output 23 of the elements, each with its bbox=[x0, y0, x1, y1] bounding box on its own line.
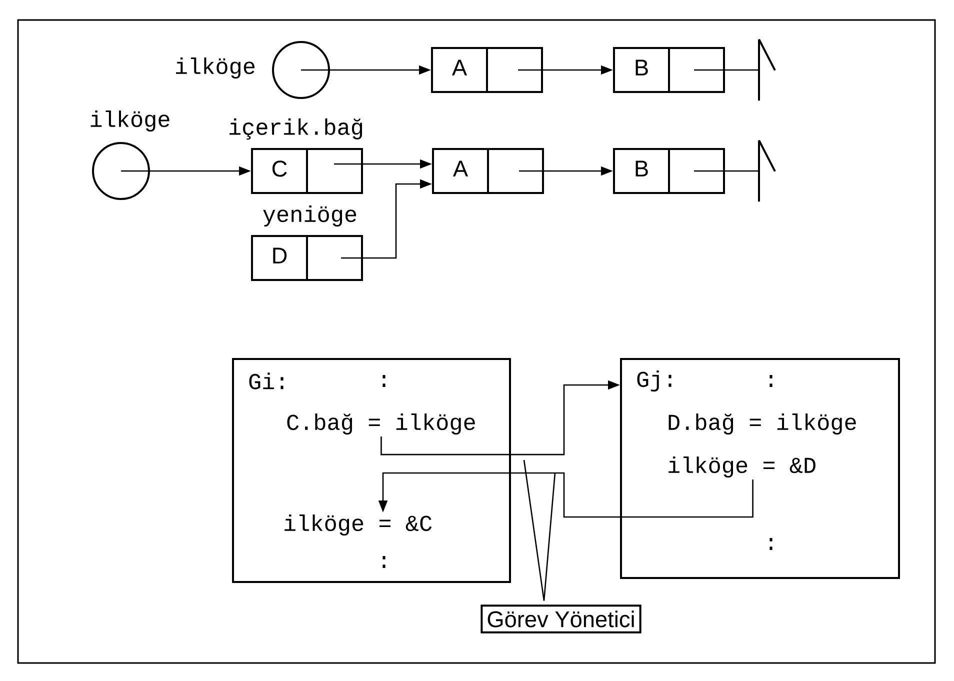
variable-label: içerik.bağ bbox=[230, 118, 362, 140]
connector-line bbox=[694, 69, 759, 71]
pointer-circle bbox=[272, 41, 330, 99]
variable-label: ilköge bbox=[90, 110, 170, 132]
task-manager-box: Görev Yönetici bbox=[480, 604, 642, 634]
code-line: D.bağ = ilköge bbox=[668, 413, 856, 435]
code-line: ilköge = &C bbox=[284, 514, 432, 536]
leader-line bbox=[523, 460, 545, 601]
variable-label: ilköge bbox=[176, 57, 254, 79]
null-terminator bbox=[758, 38, 776, 102]
connector-line bbox=[694, 170, 759, 172]
list-node-box: A bbox=[432, 148, 544, 194]
list-node-box: C bbox=[251, 148, 363, 194]
list-node-box: D bbox=[251, 235, 363, 281]
null-terminator bbox=[758, 139, 776, 203]
pointer-circle bbox=[92, 142, 150, 200]
list-node-box: A bbox=[431, 47, 543, 93]
code-line: C.bağ = ilköge bbox=[287, 413, 475, 435]
leader-line bbox=[543, 472, 556, 601]
list-node-box: B bbox=[613, 148, 725, 194]
list-node-box: B bbox=[613, 47, 725, 93]
variable-label: yeniöge bbox=[263, 205, 356, 227]
code-line: ilköge = &D bbox=[668, 456, 816, 478]
